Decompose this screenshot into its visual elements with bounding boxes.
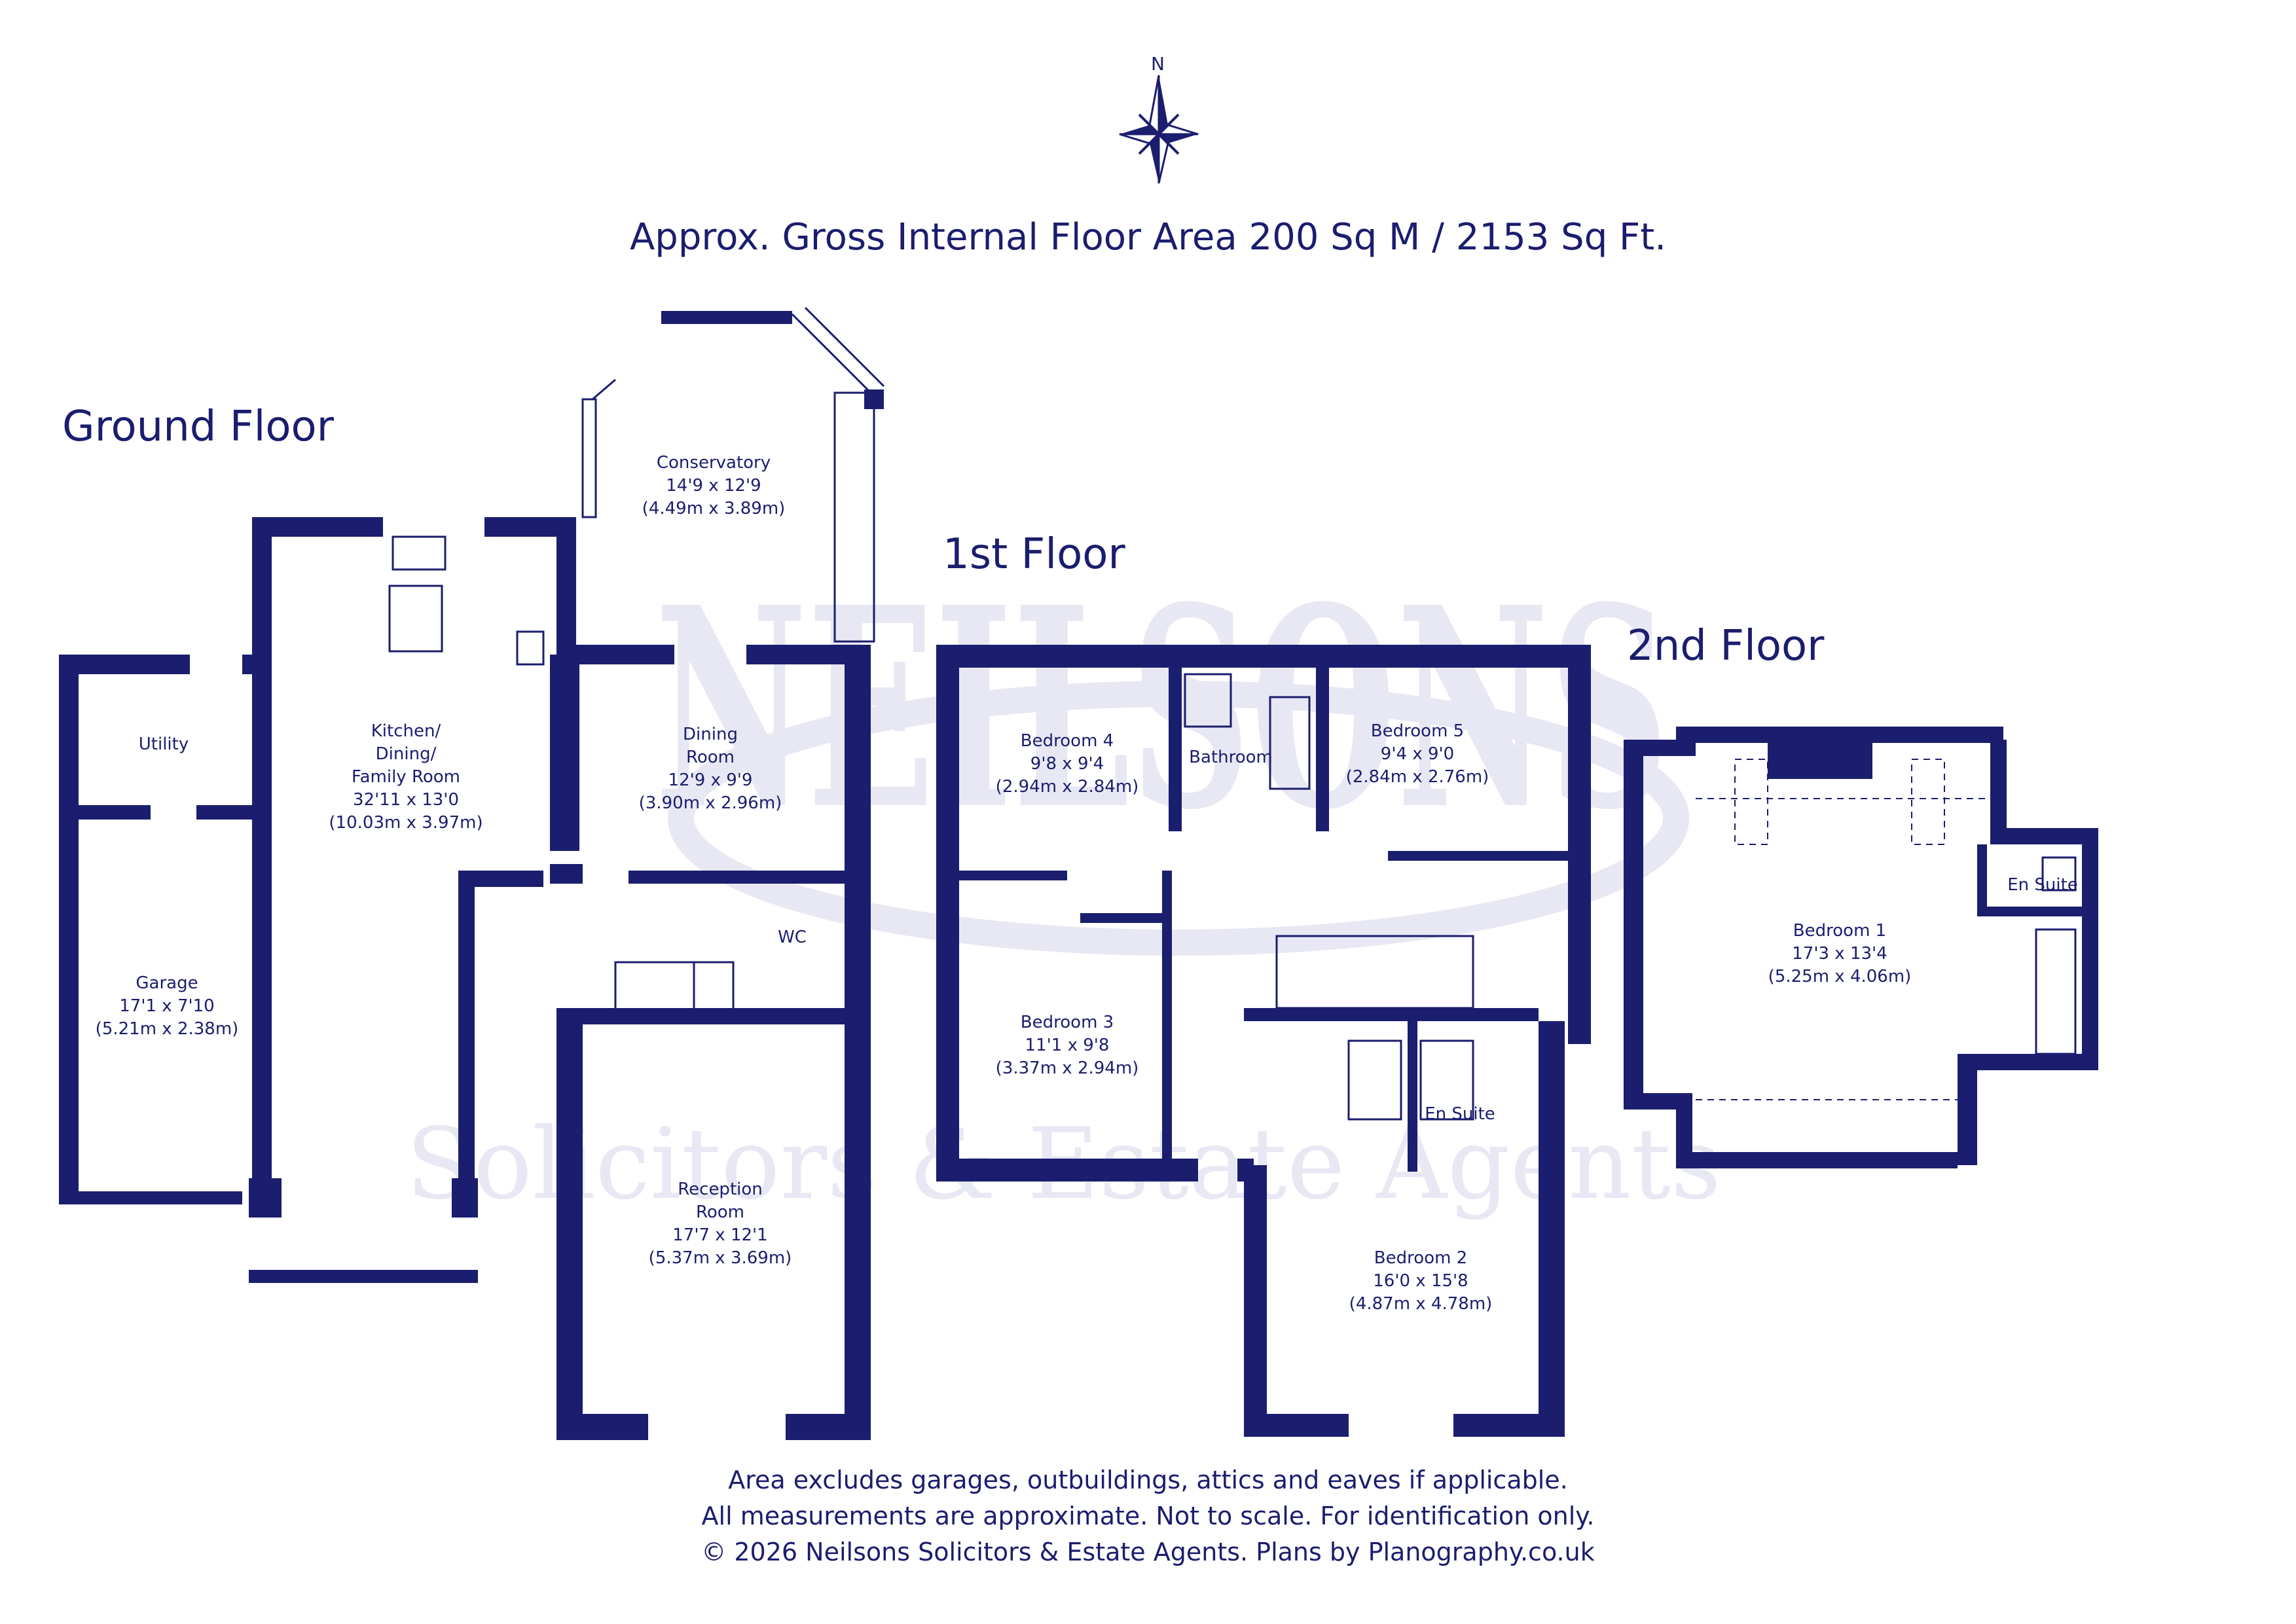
garage-metric: (5.21m x 2.38m) [96, 1019, 239, 1039]
reception-name-line2: Room [696, 1202, 744, 1222]
bedroom5-name: Bedroom 5 [1371, 721, 1464, 741]
compass-letter: N [1151, 53, 1165, 75]
footer-line-1: Area excludes garages, outbuildings, att… [728, 1466, 1568, 1494]
kitchen-metric: (10.03m x 3.97m) [329, 813, 483, 833]
ensuite2-name: En Suite [2007, 875, 2078, 895]
kitchen-name-line1: Kitchen/ [371, 721, 441, 741]
bedroom2-metric: (4.87m x 4.78m) [1349, 1294, 1493, 1314]
bedroom5-imperial: 9'4 x 9'0 [1381, 744, 1454, 764]
bedroom3-imperial: 11'1 x 9'8 [1025, 1036, 1110, 1055]
garage-name: Garage [136, 973, 198, 993]
second-floor-title: 2nd Floor [1627, 622, 1825, 670]
dining-imperial: 12'9 x 9'9 [668, 770, 753, 790]
utility-name: Utility [139, 734, 189, 754]
bedroom1-metric: (5.25m x 4.06m) [1768, 967, 1912, 986]
wc-name: WC [778, 928, 807, 947]
bedroom5-metric: (2.84m x 2.76m) [1346, 767, 1489, 787]
kitchen-name-line3: Family Room [352, 767, 460, 787]
bedroom4-imperial: 9'8 x 9'4 [1030, 754, 1104, 774]
reception-walls [556, 1008, 871, 1440]
bedroom3-metric: (3.37m x 2.94m) [996, 1058, 1139, 1078]
kitchen-walls [249, 517, 579, 1283]
bathroom-name: Bathroom [1189, 748, 1273, 767]
velux-icon [388, 585, 443, 653]
bedroom2-imperial: 16'0 x 15'8 [1373, 1271, 1468, 1291]
conservatory-name: Conservatory [657, 453, 771, 473]
ground-floor-plan [59, 306, 885, 1440]
garage-imperial: 17'1 x 7'10 [119, 996, 214, 1016]
footer-line-3: © 2026 Neilsons Solicitors & Estate Agen… [701, 1538, 1595, 1566]
ensuite1-name: En Suite [1425, 1104, 1495, 1124]
footer-line-2: All measurements are approximate. Not to… [701, 1502, 1595, 1530]
reception-imperial: 17'7 x 12'1 [672, 1225, 767, 1245]
bedroom4-name: Bedroom 4 [1021, 731, 1114, 751]
conservatory-imperial: 14'9 x 12'9 [666, 476, 761, 496]
sink-icon [392, 535, 446, 571]
conservatory-walls [581, 306, 885, 643]
compass-icon: N [1119, 53, 1199, 184]
bedroom3-name: Bedroom 3 [1021, 1013, 1114, 1032]
dining-name-line1: Dining [683, 725, 738, 744]
bedroom1-name: Bedroom 1 [1793, 921, 1886, 941]
floor-area-headline: Approx. Gross Internal Floor Area 200 Sq… [629, 216, 1667, 259]
bedroom4-metric: (2.94m x 2.84m) [996, 777, 1139, 797]
kitchen-name-line2: Dining/ [376, 744, 437, 764]
bedroom2-name: Bedroom 2 [1374, 1248, 1467, 1268]
dining-name-line2: Room [686, 748, 735, 767]
room-labels: Conservatory 14'9 x 12'9 (4.49m x 3.89m)… [96, 453, 2078, 1314]
kitchen-imperial: 32'11 x 13'0 [353, 790, 459, 810]
reception-metric: (5.37m x 3.69m) [649, 1248, 792, 1268]
first-floor-title: 1st Floor [943, 530, 1125, 579]
first-floor-plan [936, 645, 1591, 1437]
conservatory-metric: (4.49m x 3.89m) [642, 499, 786, 518]
hall-walls [458, 871, 871, 1185]
bedroom1-imperial: 17'3 x 13'4 [1792, 944, 1887, 964]
watermark: NEILSONS Solicitors & Estate Agents [406, 548, 1721, 1221]
dining-metric: (3.90m x 2.96m) [639, 793, 782, 813]
garage-walls [59, 524, 272, 1218]
hob-icon [516, 630, 545, 666]
ground-floor-title: Ground Floor [62, 403, 334, 451]
watermark-brand: NEILSONS [655, 548, 1669, 871]
reception-name-line1: Reception [678, 1180, 763, 1199]
dining-walls [550, 645, 871, 1064]
second-floor-plan [1624, 727, 2098, 1168]
